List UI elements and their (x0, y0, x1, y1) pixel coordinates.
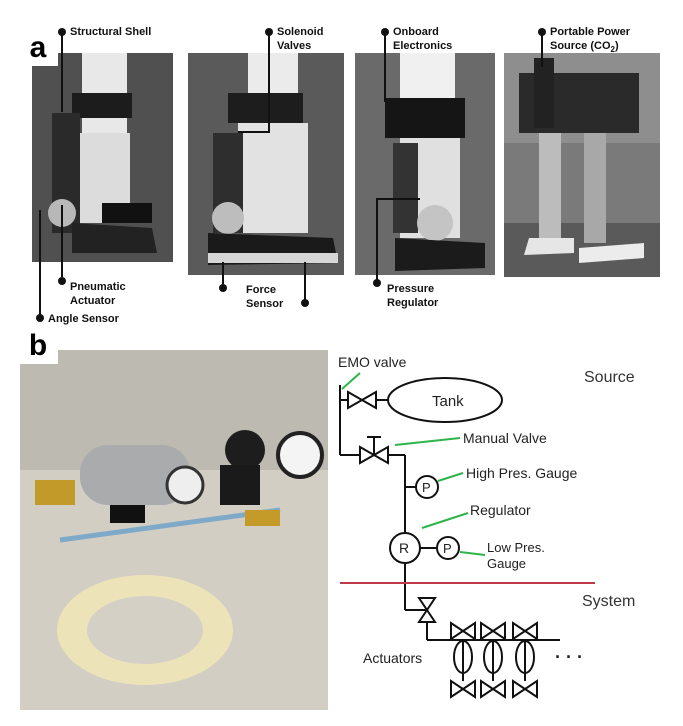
label-regulator: Regulator (470, 502, 531, 518)
system-valve-bottom (417, 608, 437, 623)
label-system: System (582, 593, 635, 610)
label-solenoid-valves-1: Solenoid (277, 26, 324, 38)
label-power-source-1: Portable Power (550, 26, 631, 38)
pneumatic-schematic: EMO valve Source Tank Manual Valve P Hig… (338, 354, 635, 699)
force-sensor-dot-1 (219, 284, 227, 292)
manual-valve-leader (394, 437, 461, 446)
label-pneumatic-actuator-2: Actuator (70, 295, 116, 307)
label-solenoid-valves-2: Valves (277, 40, 312, 52)
label-force-sensor-1: Force (246, 284, 276, 296)
pneumatic-actuator-dot (58, 277, 66, 285)
regulator-leader (421, 512, 469, 529)
label-force-sensor-2: Sensor (246, 298, 284, 310)
emo-leader (341, 372, 361, 390)
pressure-regulator-dot (373, 279, 381, 287)
solenoid-valves-leader (268, 32, 270, 132)
structural-shell-leader (61, 32, 63, 112)
angle-sensor-dot (36, 314, 44, 322)
photo-components (20, 350, 328, 710)
walking-illustration (504, 53, 660, 277)
high-pres-gauge-letter: P (422, 480, 431, 495)
onboard-electronics-leader (384, 32, 386, 102)
label-low-pres-gauge-1: Low Pres. (487, 540, 545, 555)
label-tank: Tank (432, 393, 464, 410)
emo-valve-symbol-left (347, 390, 365, 410)
force-sensor-dot-2 (301, 299, 309, 307)
label-onboard-electronics-1: Onboard (393, 26, 439, 38)
orthosis-illustration-2 (208, 53, 338, 265)
system-valve-top (417, 597, 437, 612)
photo-orthosis-back (355, 53, 495, 275)
label-angle-sensor: Angle Sensor (48, 313, 119, 325)
photo-orthosis-front (188, 53, 344, 275)
tank-symbol (387, 377, 503, 423)
label-pneumatic-actuator-1: Pneumatic (70, 281, 126, 293)
low-pres-gauge-letter: P (443, 541, 452, 556)
photo-walking (504, 53, 660, 277)
orthosis-illustration (48, 53, 157, 253)
power-source-leader (541, 32, 543, 67)
regulator-letter: R (399, 540, 409, 556)
manual-valve-symbol-left (359, 445, 377, 465)
pressure-regulator-leader-h (376, 198, 420, 200)
label-onboard-electronics-2: Electronics (393, 40, 453, 52)
label-source: Source (584, 369, 635, 386)
actuator-ellipsis: · · · (555, 647, 583, 667)
components-illustration (20, 350, 328, 710)
low-pres-gauge-symbol (436, 536, 460, 560)
high-pres-gauge-symbol (415, 475, 439, 499)
label-low-pres-gauge-2: Gauge (487, 556, 526, 571)
label-pressure-regulator-2: Regulator (387, 297, 439, 309)
label-manual-valve: Manual Valve (463, 430, 547, 446)
label-emo-valve: EMO valve (338, 354, 407, 370)
pressure-regulator-leader (376, 198, 378, 280)
manual-valve-symbol-right (371, 445, 389, 465)
label-power-source-2: Source (CO2) (550, 40, 619, 55)
force-sensor-leader-1 (222, 262, 224, 284)
emo-valve-symbol-right (359, 390, 377, 410)
pneumatic-actuator-leader (61, 205, 63, 277)
low-pres-leader (459, 551, 486, 556)
label-actuators: Actuators (363, 650, 422, 666)
photo-orthosis-side (32, 53, 173, 262)
panel-b-letter: b (18, 328, 58, 364)
orthosis-illustration-3 (385, 53, 485, 271)
high-pres-leader (437, 472, 464, 482)
label-high-pres-gauge: High Pres. Gauge (466, 465, 577, 481)
angle-sensor-leader (39, 210, 41, 315)
actuator-array (450, 621, 538, 699)
panel-a-letter: a (18, 30, 58, 66)
solenoid-valves-leader-h (238, 131, 270, 133)
force-sensor-leader-2 (304, 262, 306, 300)
label-pressure-regulator-1: Pressure (387, 283, 435, 295)
label-structural-shell: Structural Shell (70, 26, 152, 38)
